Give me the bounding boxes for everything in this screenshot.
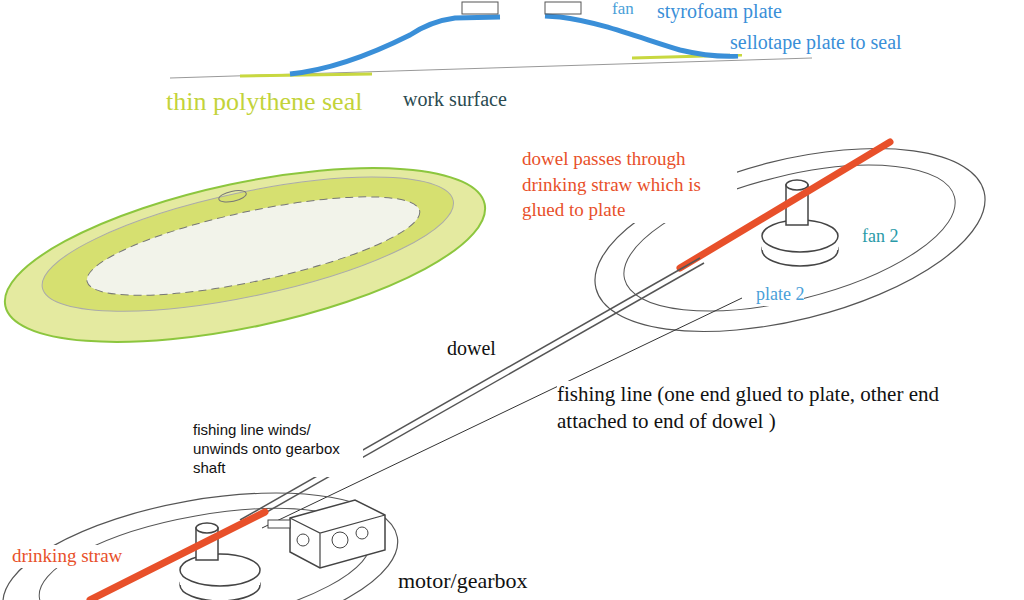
plate-label: styrofoam plate bbox=[657, 0, 782, 22]
part-label: dowel bbox=[447, 336, 496, 360]
note-label: fishing line (one end glued to plate, ot… bbox=[557, 381, 997, 436]
note-label: fishing line winds/ unwinds onto gearbox… bbox=[193, 421, 363, 477]
seal-disc bbox=[0, 134, 500, 377]
part-label: drinking straw bbox=[12, 545, 122, 568]
note-label: dowel passes through drinking straw whic… bbox=[522, 146, 737, 223]
motor-gearbox-symbol bbox=[268, 500, 385, 568]
fan-label: fan bbox=[612, 0, 634, 19]
fan-symbol bbox=[462, 2, 498, 14]
plate-label: plate 2 bbox=[756, 284, 804, 306]
part-label: motor/gearbox bbox=[398, 568, 528, 594]
surface-label: work surface bbox=[403, 87, 507, 111]
fan-label: fan 2 bbox=[862, 226, 898, 248]
work-surface-line bbox=[170, 58, 812, 78]
fan-symbol bbox=[545, 2, 581, 14]
note-label: sellotape plate to seal bbox=[730, 30, 902, 54]
plate-1 bbox=[0, 466, 410, 600]
styrofoam-plate bbox=[290, 17, 500, 74]
styrofoam-plate bbox=[545, 16, 738, 56]
seal-label: thin polythene seal bbox=[166, 86, 362, 119]
